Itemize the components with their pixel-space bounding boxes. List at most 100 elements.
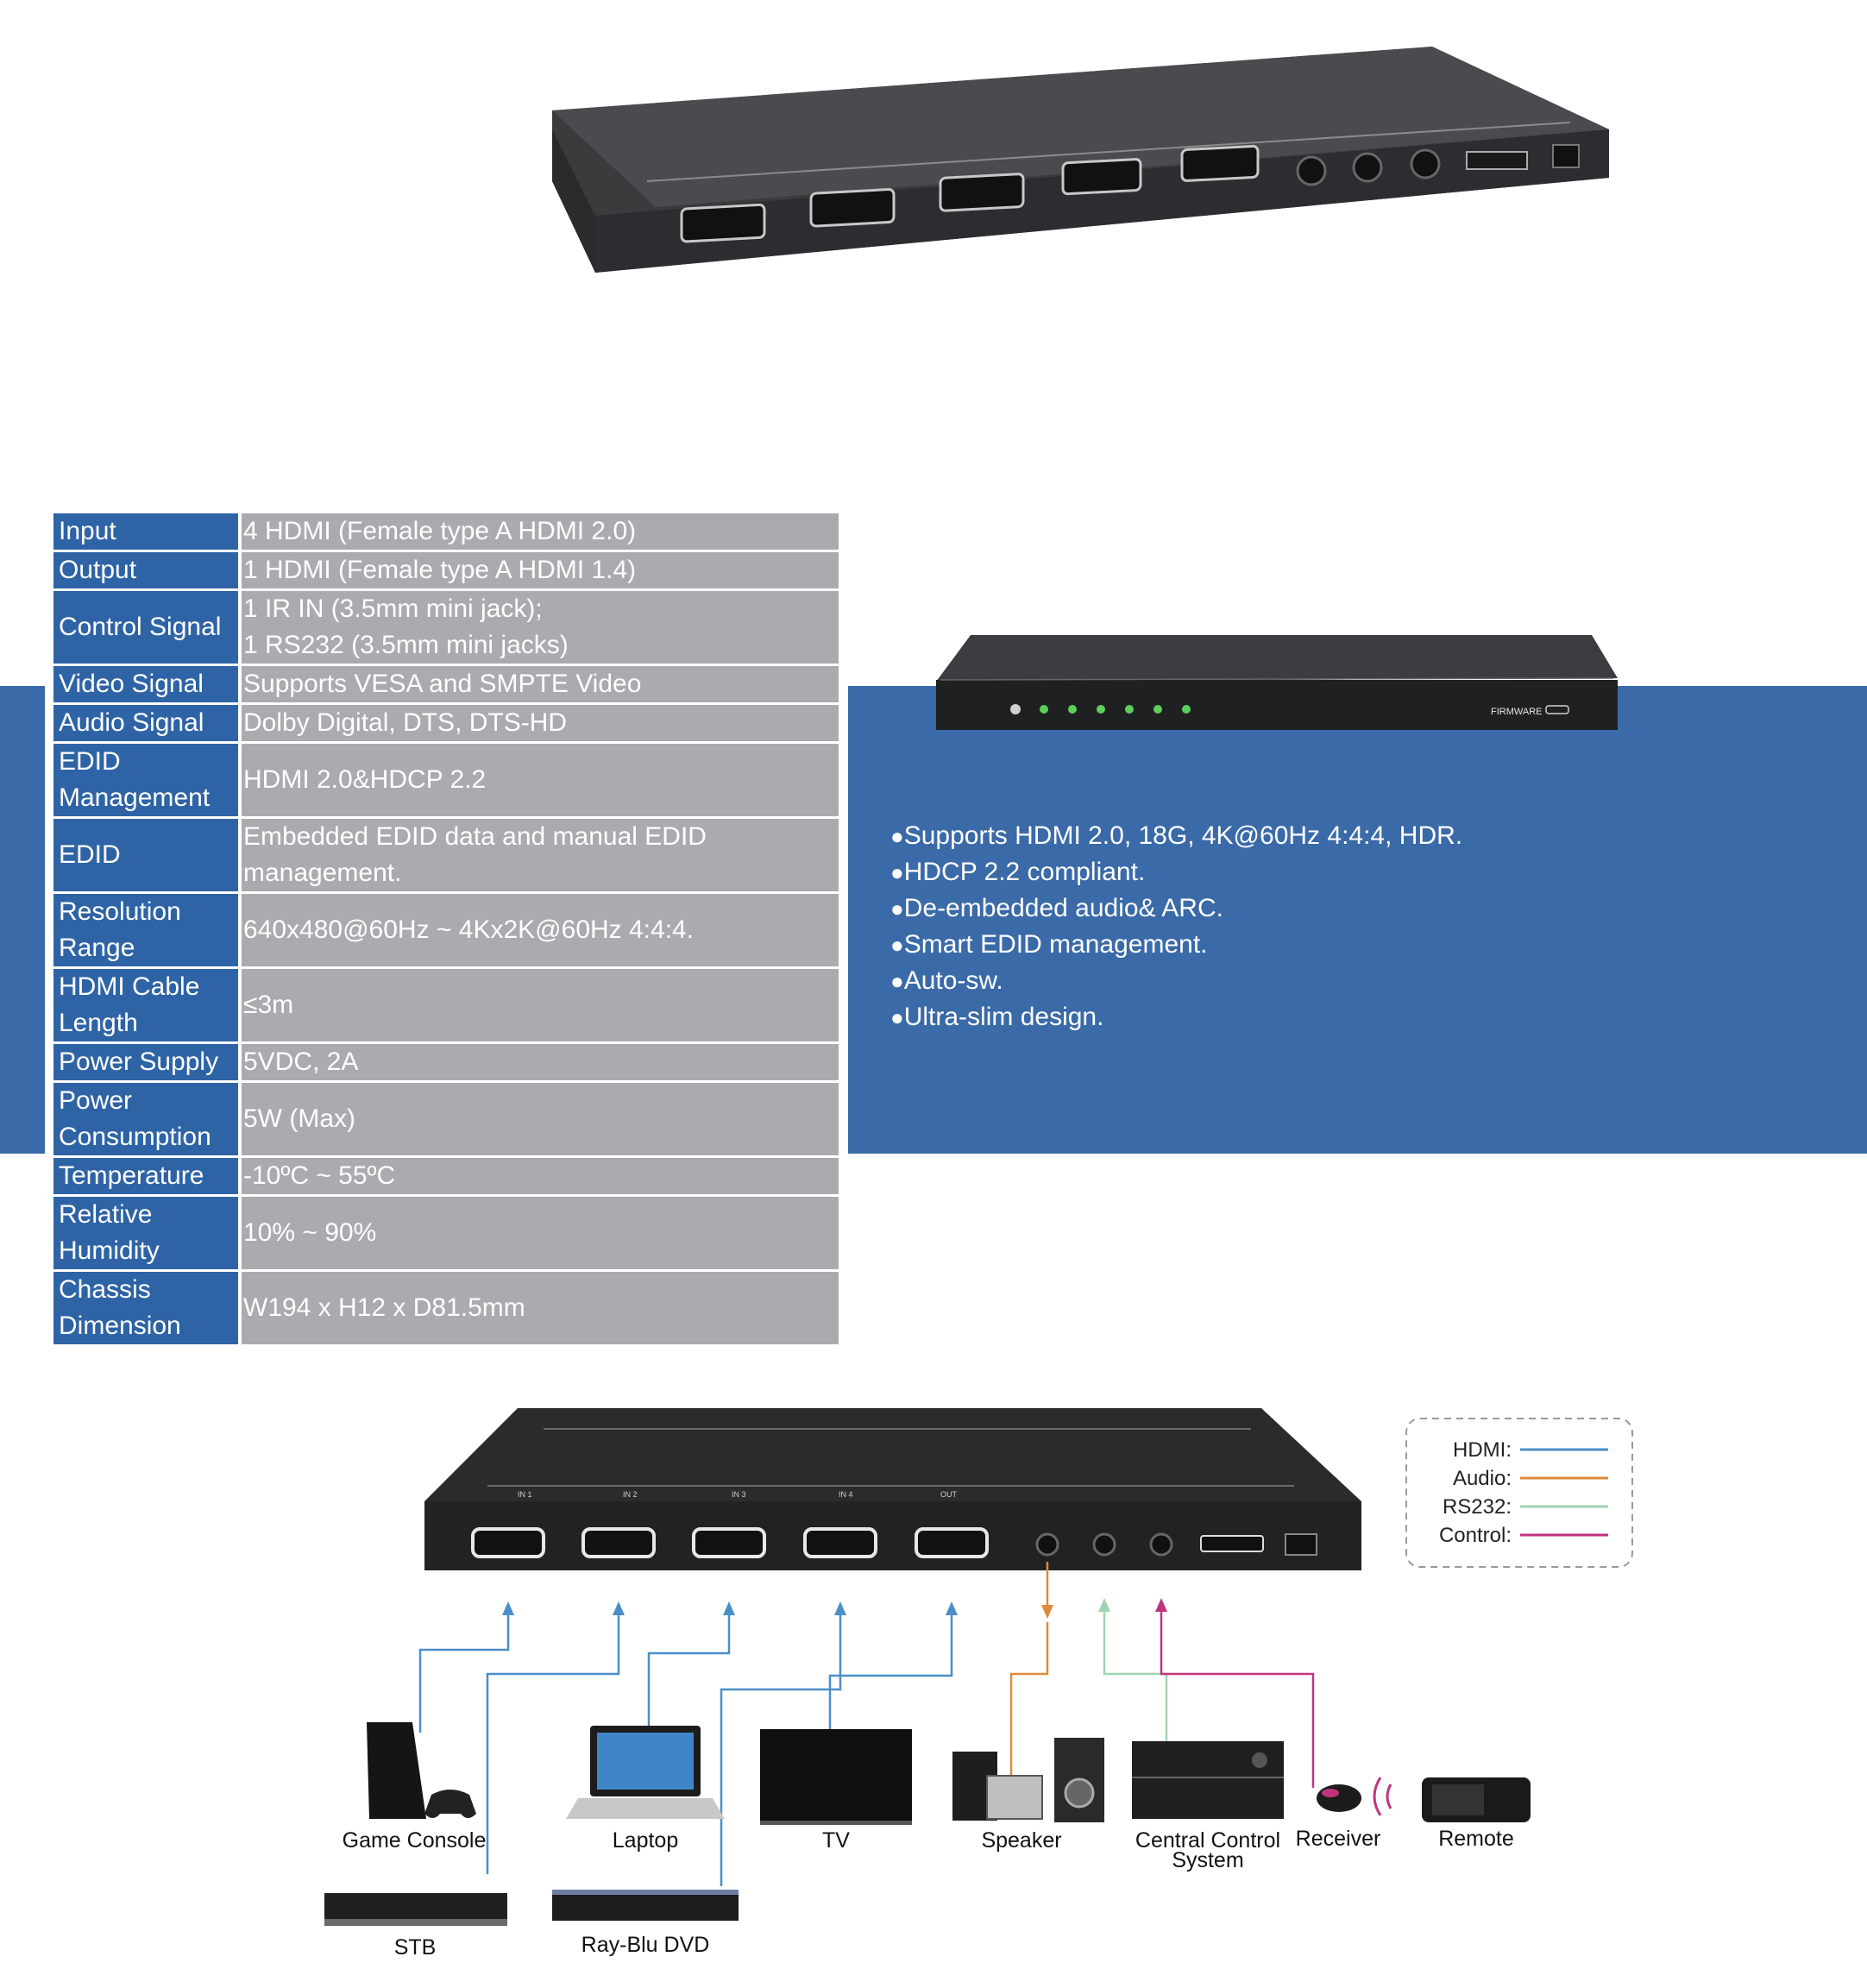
spec-row-video-signal: Video Signal Supports VESA and SMPTE Vid… <box>53 666 839 702</box>
spec-table: Input 4 HDMI (Female type A HDMI 2.0) Ou… <box>53 511 839 1347</box>
spec-row-edid: EDID Embedded EDID data and manual EDID … <box>53 819 839 891</box>
spec-label-line: Power <box>59 1086 133 1115</box>
remote-icon <box>1422 1777 1531 1822</box>
spec-row-input: Input 4 HDMI (Female type A HDMI 2.0) <box>53 513 839 550</box>
spec-label: Resolution Range <box>53 894 242 966</box>
firmware-label: FIRMWARE <box>1491 707 1542 717</box>
spec-value-line: 1 RS232 (3.5mm mini jacks) <box>243 631 569 659</box>
spec-row-output: Output 1 HDMI (Female type A HDMI 1.4) <box>53 552 839 588</box>
spec-label: HDMI Cable Length <box>53 969 242 1041</box>
label-central-control-system: System <box>1172 1848 1243 1872</box>
feature-item: Smart EDID management. <box>890 927 1462 963</box>
blue-band-left <box>0 686 45 1154</box>
port-label-in1: IN 1 <box>518 1490 532 1499</box>
spec-label: Input <box>53 513 242 550</box>
spec-row-control-signal: Control Signal 1 IR IN (3.5mm mini jack)… <box>53 591 839 664</box>
spec-label: Relative Humidity <box>53 1197 242 1269</box>
spec-value: -10ºC ~ 55ºC <box>242 1158 839 1194</box>
legend: HDMI: Audio: RS232: Control: <box>1405 1418 1633 1568</box>
spec-label: EDID <box>53 819 242 891</box>
top-device-ports <box>680 144 1580 243</box>
spec-value: Embedded EDID data and manual EDID manag… <box>242 819 839 891</box>
feature-item: Auto-sw. <box>890 963 1462 999</box>
spec-label-line: Relative <box>59 1200 153 1229</box>
spec-row-resolution-range: Resolution Range 640x480@60Hz ~ 4Kx2K@60… <box>53 894 839 966</box>
legend-rs232-label: RS232: <box>1443 1495 1512 1519</box>
connection-diagram: IN 1 IN 2 IN 3 IN 4 OUT <box>324 1408 1633 1960</box>
laptop-icon <box>566 1726 725 1819</box>
front-device-photo: FIRMWARE <box>936 635 1618 730</box>
port-label-in3: IN 3 <box>732 1490 746 1499</box>
spec-label-line: EDID <box>59 747 121 776</box>
spec-value: HDMI 2.0&HDCP 2.2 <box>242 744 839 816</box>
legend-control-label: Control: <box>1439 1524 1512 1547</box>
spec-label: Video Signal <box>53 666 242 702</box>
spec-row-temperature: Temperature -10ºC ~ 55ºC <box>53 1158 839 1194</box>
label-receiver: Receiver <box>1296 1827 1381 1851</box>
tv-icon <box>760 1729 912 1825</box>
label-speaker: Speaker <box>981 1828 1061 1853</box>
audio-connection <box>1009 1562 1053 1776</box>
hdmi-connections <box>418 1601 958 1886</box>
label-tv: TV <box>822 1828 850 1853</box>
spec-row-hdmi-cable-length: HDMI Cable Length ≤3m <box>53 969 839 1041</box>
feature-item: De-embedded audio& ARC. <box>890 890 1462 927</box>
spec-label: Control Signal <box>53 591 242 664</box>
spec-label-line: Humidity <box>59 1236 160 1265</box>
spec-label-line: Resolution <box>59 897 181 926</box>
spec-value: 1 IR IN (3.5mm mini jack); 1 RS232 (3.5m… <box>242 591 839 664</box>
spec-value: 4 HDMI (Female type A HDMI 2.0) <box>242 513 839 550</box>
spec-label-line: Range <box>59 934 135 962</box>
legend-audio-label: Audio: <box>1453 1467 1512 1490</box>
spec-row-chassis-dimension: Chassis Dimension W194 x H12 x D81.5mm <box>53 1272 839 1344</box>
feature-item: Supports HDMI 2.0, 18G, 4K@60Hz 4:4:4, H… <box>890 818 1462 854</box>
legend-hdmi-label: HDMI: <box>1453 1438 1512 1462</box>
bluray-icon <box>552 1890 739 1921</box>
spec-row-relative-humidity: Relative Humidity 10% ~ 90% <box>53 1197 839 1269</box>
game-console-icon <box>367 1722 476 1819</box>
spec-label: Output <box>53 552 242 588</box>
ir-signal-icon <box>1373 1777 1392 1816</box>
spec-value: ≤3m <box>242 969 839 1041</box>
spec-label: Chassis Dimension <box>53 1272 242 1344</box>
spec-row-edid-management: EDID Management HDMI 2.0&HDCP 2.2 <box>53 744 839 816</box>
spec-label: Power Supply <box>53 1044 242 1080</box>
label-remote: Remote <box>1438 1827 1514 1851</box>
front-device-leds <box>1010 704 1191 714</box>
spec-value-line: 1 IR IN (3.5mm mini jack); <box>243 595 543 623</box>
speaker-icon <box>952 1738 1104 1822</box>
spec-label: Power Consumption <box>53 1083 242 1155</box>
spec-value-line: management. <box>243 859 402 887</box>
spec-label-line: Length <box>59 1009 138 1037</box>
spec-label: EDID Management <box>53 744 242 816</box>
spec-value: 640x480@60Hz ~ 4Kx2K@60Hz 4:4:4. <box>242 894 839 966</box>
label-stb: STB <box>394 1935 437 1960</box>
spec-value: W194 x H12 x D81.5mm <box>242 1272 839 1344</box>
spec-row-power-supply: Power Supply 5VDC, 2A <box>53 1044 839 1080</box>
spec-value: 5W (Max) <box>242 1083 839 1155</box>
spec-label-line: Consumption <box>59 1123 211 1151</box>
port-label-in2: IN 2 <box>623 1490 638 1499</box>
spec-value: 1 HDMI (Female type A HDMI 1.4) <box>242 552 839 588</box>
spec-row-power-consumption: Power Consumption 5W (Max) <box>53 1083 839 1155</box>
spec-label-line: Dimension <box>59 1312 181 1340</box>
spec-row-audio-signal: Audio Signal Dolby Digital, DTS, DTS-HD <box>53 705 839 741</box>
usb-port-icon <box>1545 705 1569 714</box>
spec-value-line: Embedded EDID data and manual EDID <box>243 822 707 851</box>
label-game-console: Game Console <box>343 1828 487 1853</box>
central-control-icon <box>1132 1741 1284 1819</box>
rs232-connection <box>1098 1598 1168 1741</box>
port-label-in4: IN 4 <box>839 1490 853 1499</box>
label-bluray-dvd: Ray-Blu DVD <box>581 1933 710 1957</box>
spec-label: Audio Signal <box>53 705 242 741</box>
receiver-icon <box>1317 1784 1361 1812</box>
port-label-out: OUT <box>940 1490 958 1499</box>
spec-label: Temperature <box>53 1158 242 1194</box>
feature-list: Supports HDMI 2.0, 18G, 4K@60Hz 4:4:4, H… <box>890 818 1462 1035</box>
spec-value: 5VDC, 2A <box>242 1044 839 1080</box>
spec-value: Dolby Digital, DTS, DTS-HD <box>242 705 839 741</box>
label-laptop: Laptop <box>613 1828 678 1853</box>
spec-label-line: Chassis <box>59 1275 151 1304</box>
switcher-device: IN 1 IN 2 IN 3 IN 4 OUT <box>424 1408 1361 1570</box>
feature-item: HDCP 2.2 compliant. <box>890 854 1462 890</box>
